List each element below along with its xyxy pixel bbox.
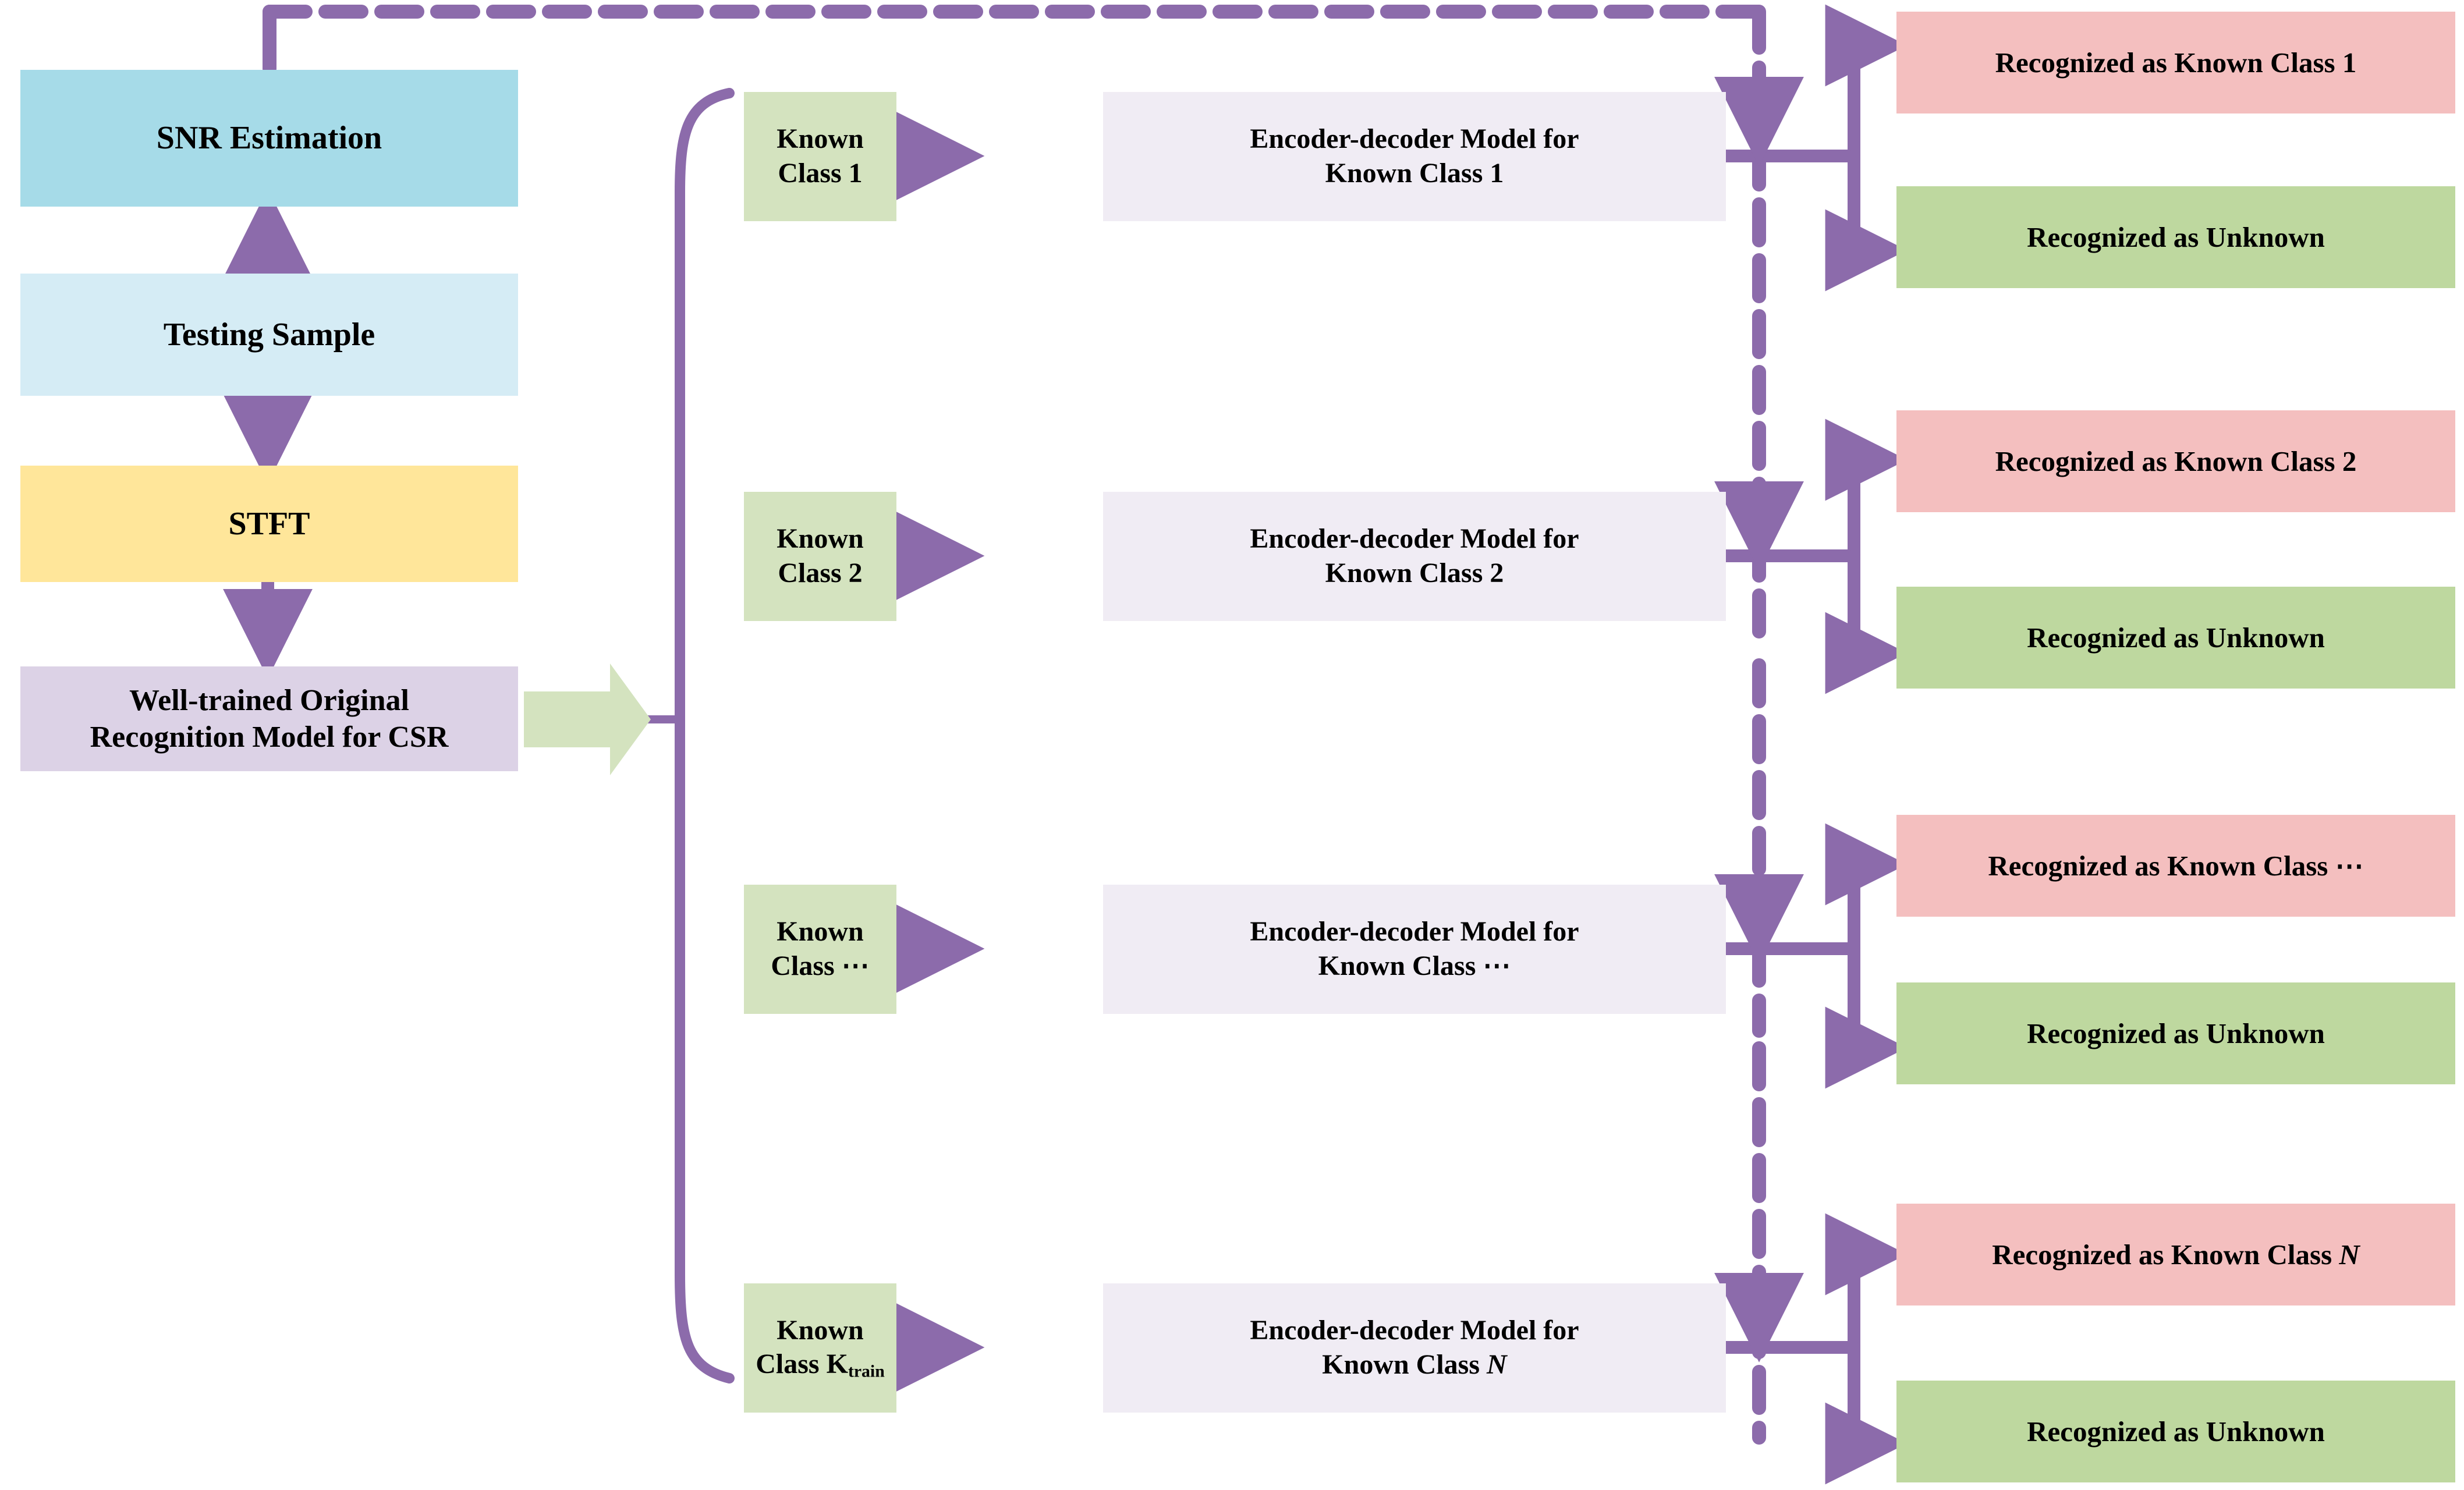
recognized-unknown-2-label: Recognized as Unknown <box>2027 621 2325 654</box>
known-class-4-line2: Class Ktrain <box>756 1349 885 1381</box>
block-arrow-model-to-classes <box>524 664 651 775</box>
branch-row1-known <box>1825 4 1908 162</box>
encoder-decoder-box-3[interactable]: Encoder-decoder Model for Known Class ⋯ <box>1103 885 1726 1014</box>
known-class-3-line2: Class ⋯ <box>771 950 870 981</box>
stft-box[interactable]: STFT <box>20 466 518 582</box>
stft-label: STFT <box>228 505 310 542</box>
known-class-2-line2: Class 2 <box>778 558 863 588</box>
encoder-decoder-2-line2: Known Class 2 <box>1325 558 1504 588</box>
branch-row2-known <box>1825 418 1908 562</box>
known-class-box-3[interactable]: Known Class ⋯ <box>744 885 896 1014</box>
recognized-unknown-box-4[interactable]: Recognized as Unknown <box>1896 1381 2455 1482</box>
branch-row2-unknown <box>1825 549 1908 694</box>
recognized-known-box-2[interactable]: Recognized as Known Class 2 <box>1896 410 2455 512</box>
known-class-4-line1: Known <box>777 1314 864 1346</box>
testing-sample-box[interactable]: Testing Sample <box>20 274 518 396</box>
encoder-decoder-box-4[interactable]: Encoder-decoder Model for Known Class N <box>1103 1283 1726 1413</box>
recognized-known-3-label: Recognized as Known Class ⋯ <box>1988 849 2364 882</box>
well-trained-model-label-line2: Recognition Model for CSR <box>90 721 449 754</box>
recognized-unknown-4-label: Recognized as Unknown <box>2027 1415 2325 1448</box>
encoder-decoder-4-line1: Encoder-decoder Model for <box>1250 1315 1579 1346</box>
encoder-decoder-3-line1: Encoder-decoder Model for <box>1250 916 1579 948</box>
encoder-decoder-2-line1: Encoder-decoder Model for <box>1250 523 1579 555</box>
testing-sample-label: Testing Sample <box>163 316 375 353</box>
encoder-decoder-4-line2: Known Class N <box>1322 1349 1507 1380</box>
encoder-decoder-3-line2: Known Class ⋯ <box>1318 950 1511 981</box>
recognized-unknown-3-label: Recognized as Unknown <box>2027 1017 2325 1049</box>
well-trained-model-label-line1: Well-trained Original <box>129 683 409 717</box>
branch-row1-unknown <box>1825 150 1908 292</box>
known-class-1-line2: Class 1 <box>778 158 863 189</box>
recognized-known-box-1[interactable]: Recognized as Known Class 1 <box>1896 12 2455 113</box>
recognized-known-4-label: Recognized as Known Class N <box>1992 1238 2360 1271</box>
known-class-1-line1: Known <box>777 123 864 155</box>
recognized-known-2-label: Recognized as Known Class 2 <box>1995 445 2357 477</box>
known-class-2-line1: Known <box>777 523 864 555</box>
recognized-unknown-box-3[interactable]: Recognized as Unknown <box>1896 982 2455 1084</box>
known-class-box-2[interactable]: Known Class 2 <box>744 492 896 621</box>
known-class-grouping-bracket <box>675 88 735 1383</box>
branch-row3-unknown <box>1825 942 1908 1089</box>
branch-row3-known <box>1825 823 1908 955</box>
known-class-3-line1: Known <box>777 916 864 948</box>
encoder-decoder-box-1[interactable]: Encoder-decoder Model for Known Class 1 <box>1103 92 1726 221</box>
recognized-unknown-1-label: Recognized as Unknown <box>2027 221 2325 253</box>
encoder-decoder-box-2[interactable]: Encoder-decoder Model for Known Class 2 <box>1103 492 1726 621</box>
well-trained-model-box[interactable]: Well-trained Original Recognition Model … <box>20 666 518 771</box>
recognized-unknown-box-2[interactable]: Recognized as Unknown <box>1896 587 2455 689</box>
branch-row4-unknown <box>1825 1341 1908 1485</box>
recognized-unknown-box-1[interactable]: Recognized as Unknown <box>1896 186 2455 288</box>
snr-estimation-box[interactable]: SNR Estimation <box>20 70 518 207</box>
branch-row4-known <box>1825 1213 1908 1354</box>
recognized-known-1-label: Recognized as Known Class 1 <box>1995 46 2357 79</box>
known-class-box-4[interactable]: Known Class Ktrain <box>744 1283 896 1413</box>
snr-estimation-label: SNR Estimation <box>156 120 382 157</box>
encoder-decoder-1-line1: Encoder-decoder Model for <box>1250 123 1579 155</box>
known-class-box-1[interactable]: Known Class 1 <box>744 92 896 221</box>
recognized-known-box-4[interactable]: Recognized as Known Class N <box>1896 1204 2455 1305</box>
recognized-known-box-3[interactable]: Recognized as Known Class ⋯ <box>1896 815 2455 917</box>
encoder-decoder-1-line2: Known Class 1 <box>1325 158 1504 189</box>
